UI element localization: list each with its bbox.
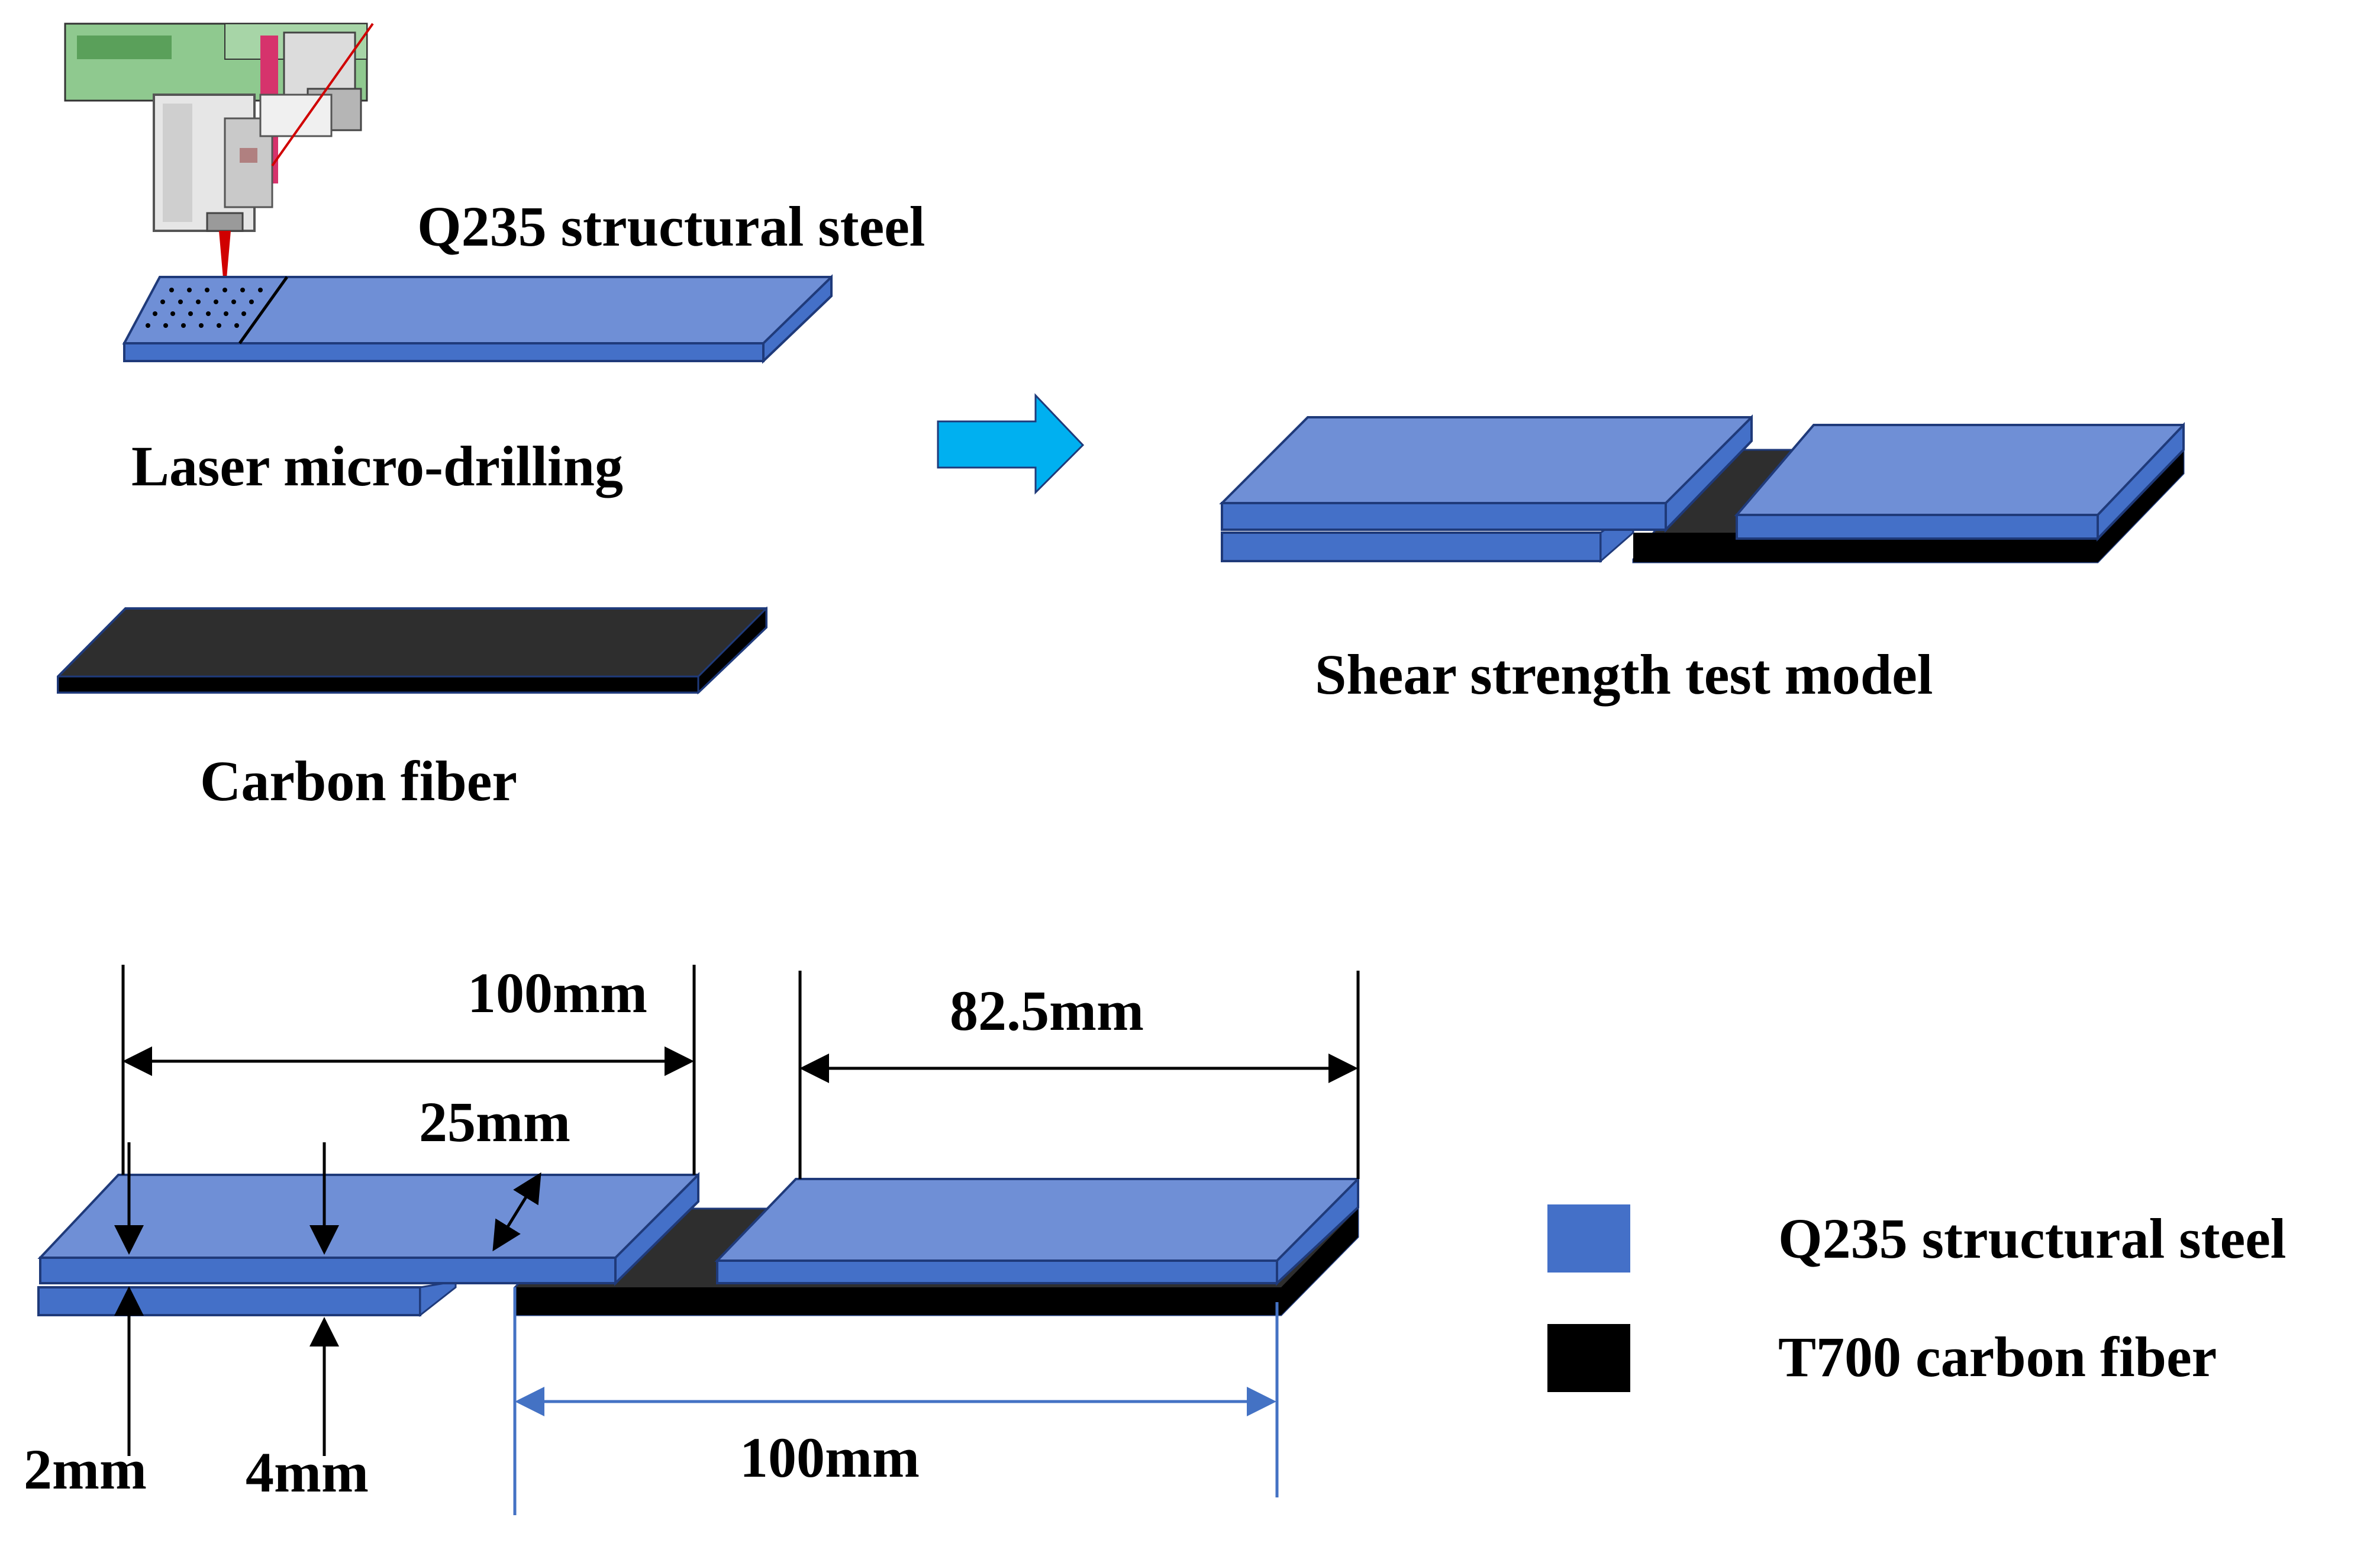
label-100mm-bottom: 100mm (740, 1426, 920, 1489)
shear-model-assembly (1219, 414, 2185, 563)
laser-beam (219, 231, 231, 278)
legend-label-steel: Q235 structural steel (1778, 1207, 2286, 1270)
label-82-5mm: 82.5mm (950, 979, 1144, 1042)
laser-guide-line (271, 22, 374, 167)
label-100mm-top: 100mm (467, 961, 647, 1025)
dim-arrow-25mm (492, 1172, 541, 1252)
thickness-arrows (114, 1142, 339, 1456)
label-carbon-fiber: Carbon fiber (200, 749, 517, 813)
legend-swatch-fiber (1547, 1324, 1630, 1392)
label-laser-drilling: Laser micro-drilling (131, 434, 623, 498)
label-2mm: 2mm (24, 1438, 147, 1501)
dimension-drawing (37, 1172, 1359, 1317)
micro-hole-dots (146, 288, 263, 328)
carbon-fiber-plate (57, 606, 767, 695)
legend: Q235 structural steel T700 carbon fiber (1547, 1204, 2286, 1392)
label-shear-model: Shear strength test model (1315, 643, 1933, 706)
label-4mm: 4mm (246, 1441, 369, 1504)
legend-swatch-steel (1547, 1204, 1630, 1273)
legend-label-fiber: T700 carbon fiber (1778, 1325, 2217, 1389)
label-q235-top: Q235 structural steel (417, 195, 925, 258)
right-arrow-icon (937, 393, 1085, 495)
laser-drilling-machine-icon (64, 22, 374, 278)
drill-zone-border (238, 276, 289, 344)
label-25mm: 25mm (419, 1090, 570, 1154)
extension-lines (121, 965, 1360, 1179)
steel-plate-drilled (122, 274, 833, 364)
